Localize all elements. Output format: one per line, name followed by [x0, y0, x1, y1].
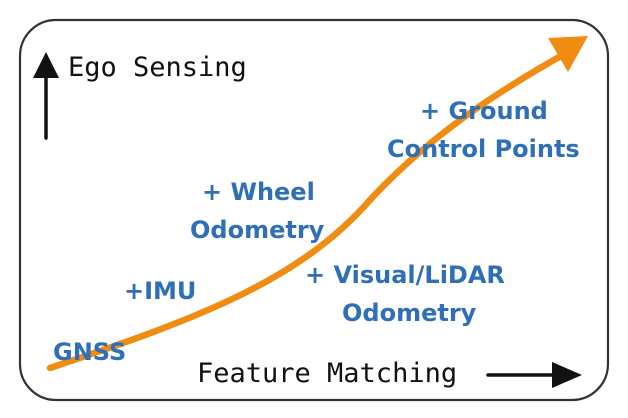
y-axis-label: Ego Sensing	[68, 52, 247, 83]
x-axis-label: Feature Matching	[197, 358, 457, 389]
step-ground-control-line2: Control Points	[387, 135, 580, 163]
step-ground-control-line1: + Ground	[420, 97, 548, 125]
step-visual-lidar-line1: + Visual/LiDAR	[305, 261, 505, 289]
curve-arrow-icon	[46, 36, 588, 372]
step-wheel-odometry-line2: Odometry	[190, 216, 325, 244]
arrow-right-icon	[486, 362, 582, 388]
step-gnss: GNSS	[53, 338, 126, 366]
step-visual-lidar-line2: Odometry	[342, 299, 477, 327]
arrow-up-icon	[33, 52, 59, 140]
diagram-frame	[18, 18, 610, 402]
step-wheel-odometry-line1: + Wheel	[202, 178, 315, 206]
step-imu: +IMU	[124, 277, 196, 305]
